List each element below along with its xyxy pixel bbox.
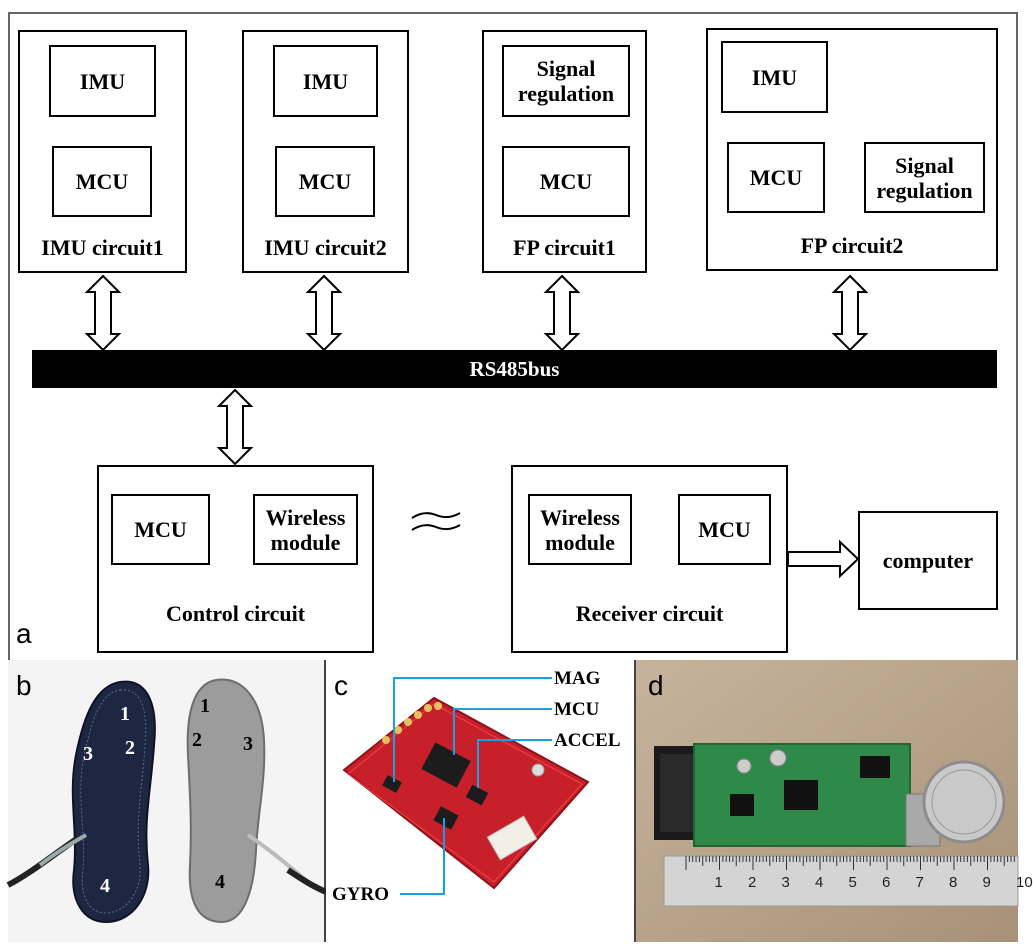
- control-caption: Control circuit: [165, 601, 306, 626]
- arrow-fp2-bus: [831, 274, 869, 352]
- right-insole: [186, 678, 266, 924]
- ruler-number: 4: [815, 874, 824, 891]
- left-sensor-4: 4: [100, 875, 110, 897]
- right-sensor-1: 1: [200, 695, 210, 717]
- panel-b: b 1 2 3 4 1 2 3 4: [6, 660, 328, 942]
- receiver-caption: Receiver circuit: [575, 601, 724, 626]
- left-sensor-2: 2: [125, 737, 135, 759]
- ruler-number: 7: [915, 874, 924, 891]
- arrow-imu1-bus: [84, 274, 122, 352]
- mag-chip: [382, 774, 402, 794]
- ruler-number: 10: [1016, 874, 1033, 891]
- right-sensor-2: 2: [192, 729, 202, 751]
- imu2-imu-box: IMU: [273, 45, 378, 117]
- fp2-signal-box: Signal regulation: [864, 142, 985, 213]
- gyro-chip: [433, 806, 459, 830]
- fp1-caption: FP circuit1: [513, 235, 616, 260]
- arrow-control-bus: [216, 388, 254, 466]
- receiver-wireless-box: Wireless module: [528, 494, 632, 565]
- ruler-number: 5: [848, 874, 857, 891]
- ruler-number: 8: [949, 874, 958, 891]
- fp2-caption: FP circuit2: [800, 233, 904, 258]
- left-sensor-1: 1: [120, 703, 130, 725]
- arrow-receiver-computer: [787, 539, 860, 579]
- imu1-caption: IMU circuit1: [41, 235, 164, 260]
- panel-c: c MAG MCU ACCEL GYRO: [326, 660, 636, 942]
- right-sensor-4: 4: [215, 871, 225, 893]
- left-sensor-3: 3: [83, 743, 93, 765]
- imu2-caption: IMU circuit2: [264, 235, 387, 260]
- left-insole: [71, 680, 156, 924]
- connector: [486, 815, 538, 861]
- panel-b-letter: b: [16, 670, 32, 701]
- callout-gyro: GYRO: [332, 884, 389, 905]
- panel-c-letter: c: [334, 670, 348, 701]
- mcu-chip: [421, 742, 471, 788]
- fp2-mcu-box: MCU: [727, 142, 825, 213]
- computer-box: computer: [858, 511, 998, 610]
- callout-lines: [393, 677, 552, 895]
- ruler-number: 3: [781, 874, 790, 891]
- panel-d-letter: d: [648, 670, 664, 701]
- coin: [922, 760, 1006, 844]
- ruler-number: 6: [882, 874, 891, 891]
- accel-chip: [465, 784, 489, 806]
- imu-board-illustration: [342, 696, 590, 890]
- ruler-number: 2: [748, 874, 757, 891]
- fp2-imu-box: IMU: [721, 41, 828, 113]
- receiver-mcu-box: MCU: [678, 494, 771, 565]
- control-mcu-box: MCU: [111, 494, 210, 565]
- panel-d: d 1 2 3 4 5 6 7 8 9 10: [636, 660, 1033, 942]
- arrow-imu2-bus: [305, 274, 343, 352]
- callout-accel: ACCEL: [554, 730, 621, 751]
- callout-mag: MAG: [554, 668, 601, 689]
- imu1-mcu-box: MCU: [52, 146, 152, 217]
- rs485-bus: RS485bus: [32, 350, 997, 388]
- imu2-mcu-box: MCU: [275, 146, 375, 217]
- wireless-symbol: [411, 512, 461, 531]
- right-sensor-3: 3: [243, 733, 253, 755]
- fp1-signal-box: Signal regulation: [502, 45, 630, 117]
- callout-mcu: MCU: [554, 699, 600, 720]
- panel-a-letter: a: [16, 618, 32, 649]
- imu1-imu-box: IMU: [49, 45, 156, 117]
- arrow-fp1-bus: [543, 274, 581, 352]
- fp1-mcu-box: MCU: [502, 146, 630, 217]
- ruler-number: 1: [714, 874, 723, 891]
- pcb-photo-illustration: [636, 660, 1019, 942]
- control-wireless-box: Wireless module: [253, 494, 358, 565]
- ruler: [663, 855, 1019, 907]
- insoles-illustration: [6, 678, 328, 924]
- ruler-number: 9: [982, 874, 991, 891]
